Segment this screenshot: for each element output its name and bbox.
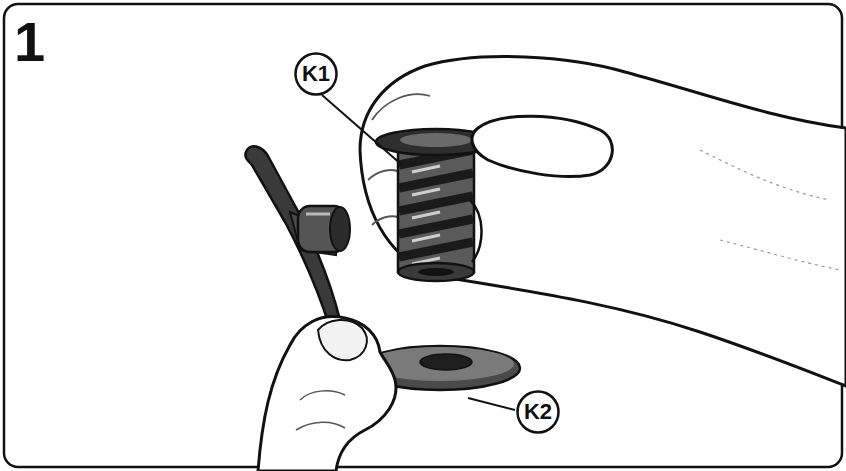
step-number: 1 bbox=[14, 14, 45, 70]
callout-circle-shape bbox=[296, 54, 337, 95]
callout-circle-shape bbox=[518, 392, 559, 433]
tool-sleeve-end bbox=[330, 207, 350, 251]
arm-hair bbox=[700, 150, 840, 270]
finger-crease bbox=[296, 391, 345, 430]
hand bbox=[258, 317, 396, 471]
callout-circle: K1 bbox=[294, 52, 338, 96]
insert-end bbox=[398, 263, 474, 281]
thumb bbox=[318, 320, 367, 360]
washer-hole bbox=[420, 354, 472, 370]
insert-thread bbox=[399, 150, 473, 257]
callout-label: K1 bbox=[302, 63, 330, 85]
highlight bbox=[306, 213, 330, 216]
leader-line bbox=[468, 398, 515, 410]
callout-circle: K2 bbox=[516, 390, 560, 434]
hand bbox=[360, 57, 846, 386]
insert-bore bbox=[418, 268, 454, 276]
insert-thread-highlight bbox=[412, 166, 440, 264]
finger-edge bbox=[470, 200, 482, 262]
thumb bbox=[472, 116, 612, 176]
callout-label: K2 bbox=[524, 401, 552, 423]
leader-line bbox=[322, 95, 402, 165]
insert-flange-top bbox=[400, 133, 472, 147]
threaded-insert bbox=[398, 146, 474, 272]
